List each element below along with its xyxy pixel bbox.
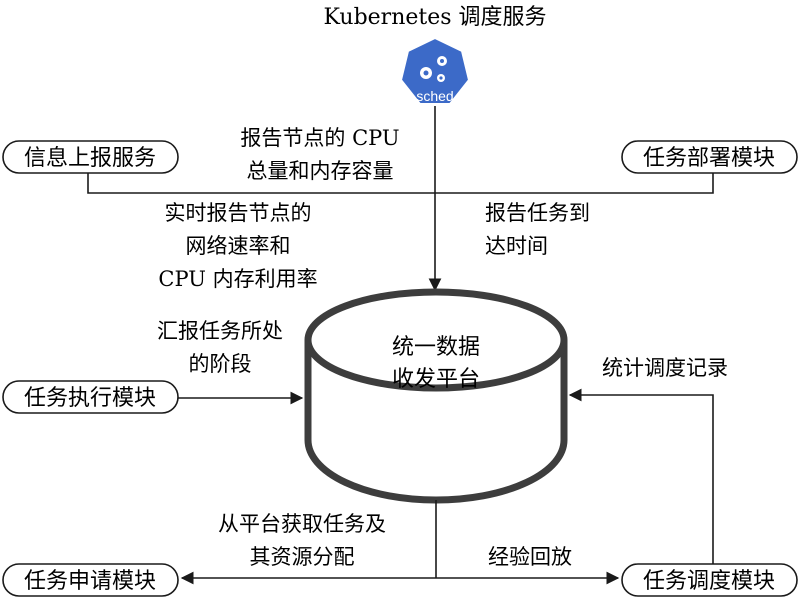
platform-label-line1: 统一数据 bbox=[392, 335, 480, 360]
module-schedule-label: 任务调度模块 bbox=[643, 569, 775, 594]
label-replay: 经验回放 bbox=[488, 545, 572, 569]
diagram-title: Kubernetes 调度服务 bbox=[323, 5, 546, 30]
label-fetch-line2: 其资源分配 bbox=[250, 545, 355, 569]
label-stage-line2: 的阶段 bbox=[189, 352, 252, 376]
module-request: 任务申请模块 bbox=[2, 563, 179, 597]
module-deploy: 任务部署模块 bbox=[621, 140, 798, 174]
module-deploy-label: 任务部署模块 bbox=[643, 146, 775, 171]
label-realtime-line2: 网络速率和 bbox=[186, 234, 291, 258]
kubernetes-sched-icon: sched bbox=[399, 36, 471, 105]
top-bus-line bbox=[87, 172, 714, 194]
module-info-report: 信息上报服务 bbox=[2, 140, 179, 174]
label-fetch: 从平台获取任务及 其资源分配 bbox=[218, 512, 386, 569]
module-info-report-label: 信息上报服务 bbox=[24, 146, 156, 171]
module-execute: 任务执行模块 bbox=[2, 380, 179, 414]
label-arrival-line1: 报告任务到 bbox=[485, 201, 590, 225]
module-execute-label: 任务执行模块 bbox=[24, 386, 156, 411]
label-cpu-mem-line1: 报告节点的 CPU bbox=[240, 126, 399, 150]
platform-label-line2: 收发平台 bbox=[392, 367, 480, 392]
label-cpu-mem-line2: 总量和内存容量 bbox=[247, 159, 394, 183]
label-arrival: 报告任务到 达时间 bbox=[485, 201, 590, 258]
platform-cylinder: 统一数据 收发平台 bbox=[304, 288, 568, 504]
module-request-label: 任务申请模块 bbox=[24, 569, 156, 594]
label-stats: 统计调度记录 bbox=[602, 356, 728, 380]
label-arrival-line2: 达时间 bbox=[485, 234, 548, 258]
label-realtime-line3: CPU 内存利用率 bbox=[158, 267, 317, 291]
label-fetch-line1: 从平台获取任务及 bbox=[218, 512, 386, 536]
label-stage: 汇报任务所处 的阶段 bbox=[157, 319, 283, 376]
label-stage-line1: 汇报任务所处 bbox=[157, 319, 283, 343]
label-realtime: 实时报告节点的 网络速率和 CPU 内存利用率 bbox=[158, 201, 317, 291]
module-schedule: 任务调度模块 bbox=[621, 563, 798, 597]
label-cpu-mem: 报告节点的 CPU 总量和内存容量 bbox=[240, 126, 399, 183]
sched-icon-label: sched bbox=[416, 88, 453, 104]
arrow-schedule-to-platform bbox=[568, 388, 714, 564]
label-realtime-line1: 实时报告节点的 bbox=[165, 201, 312, 225]
